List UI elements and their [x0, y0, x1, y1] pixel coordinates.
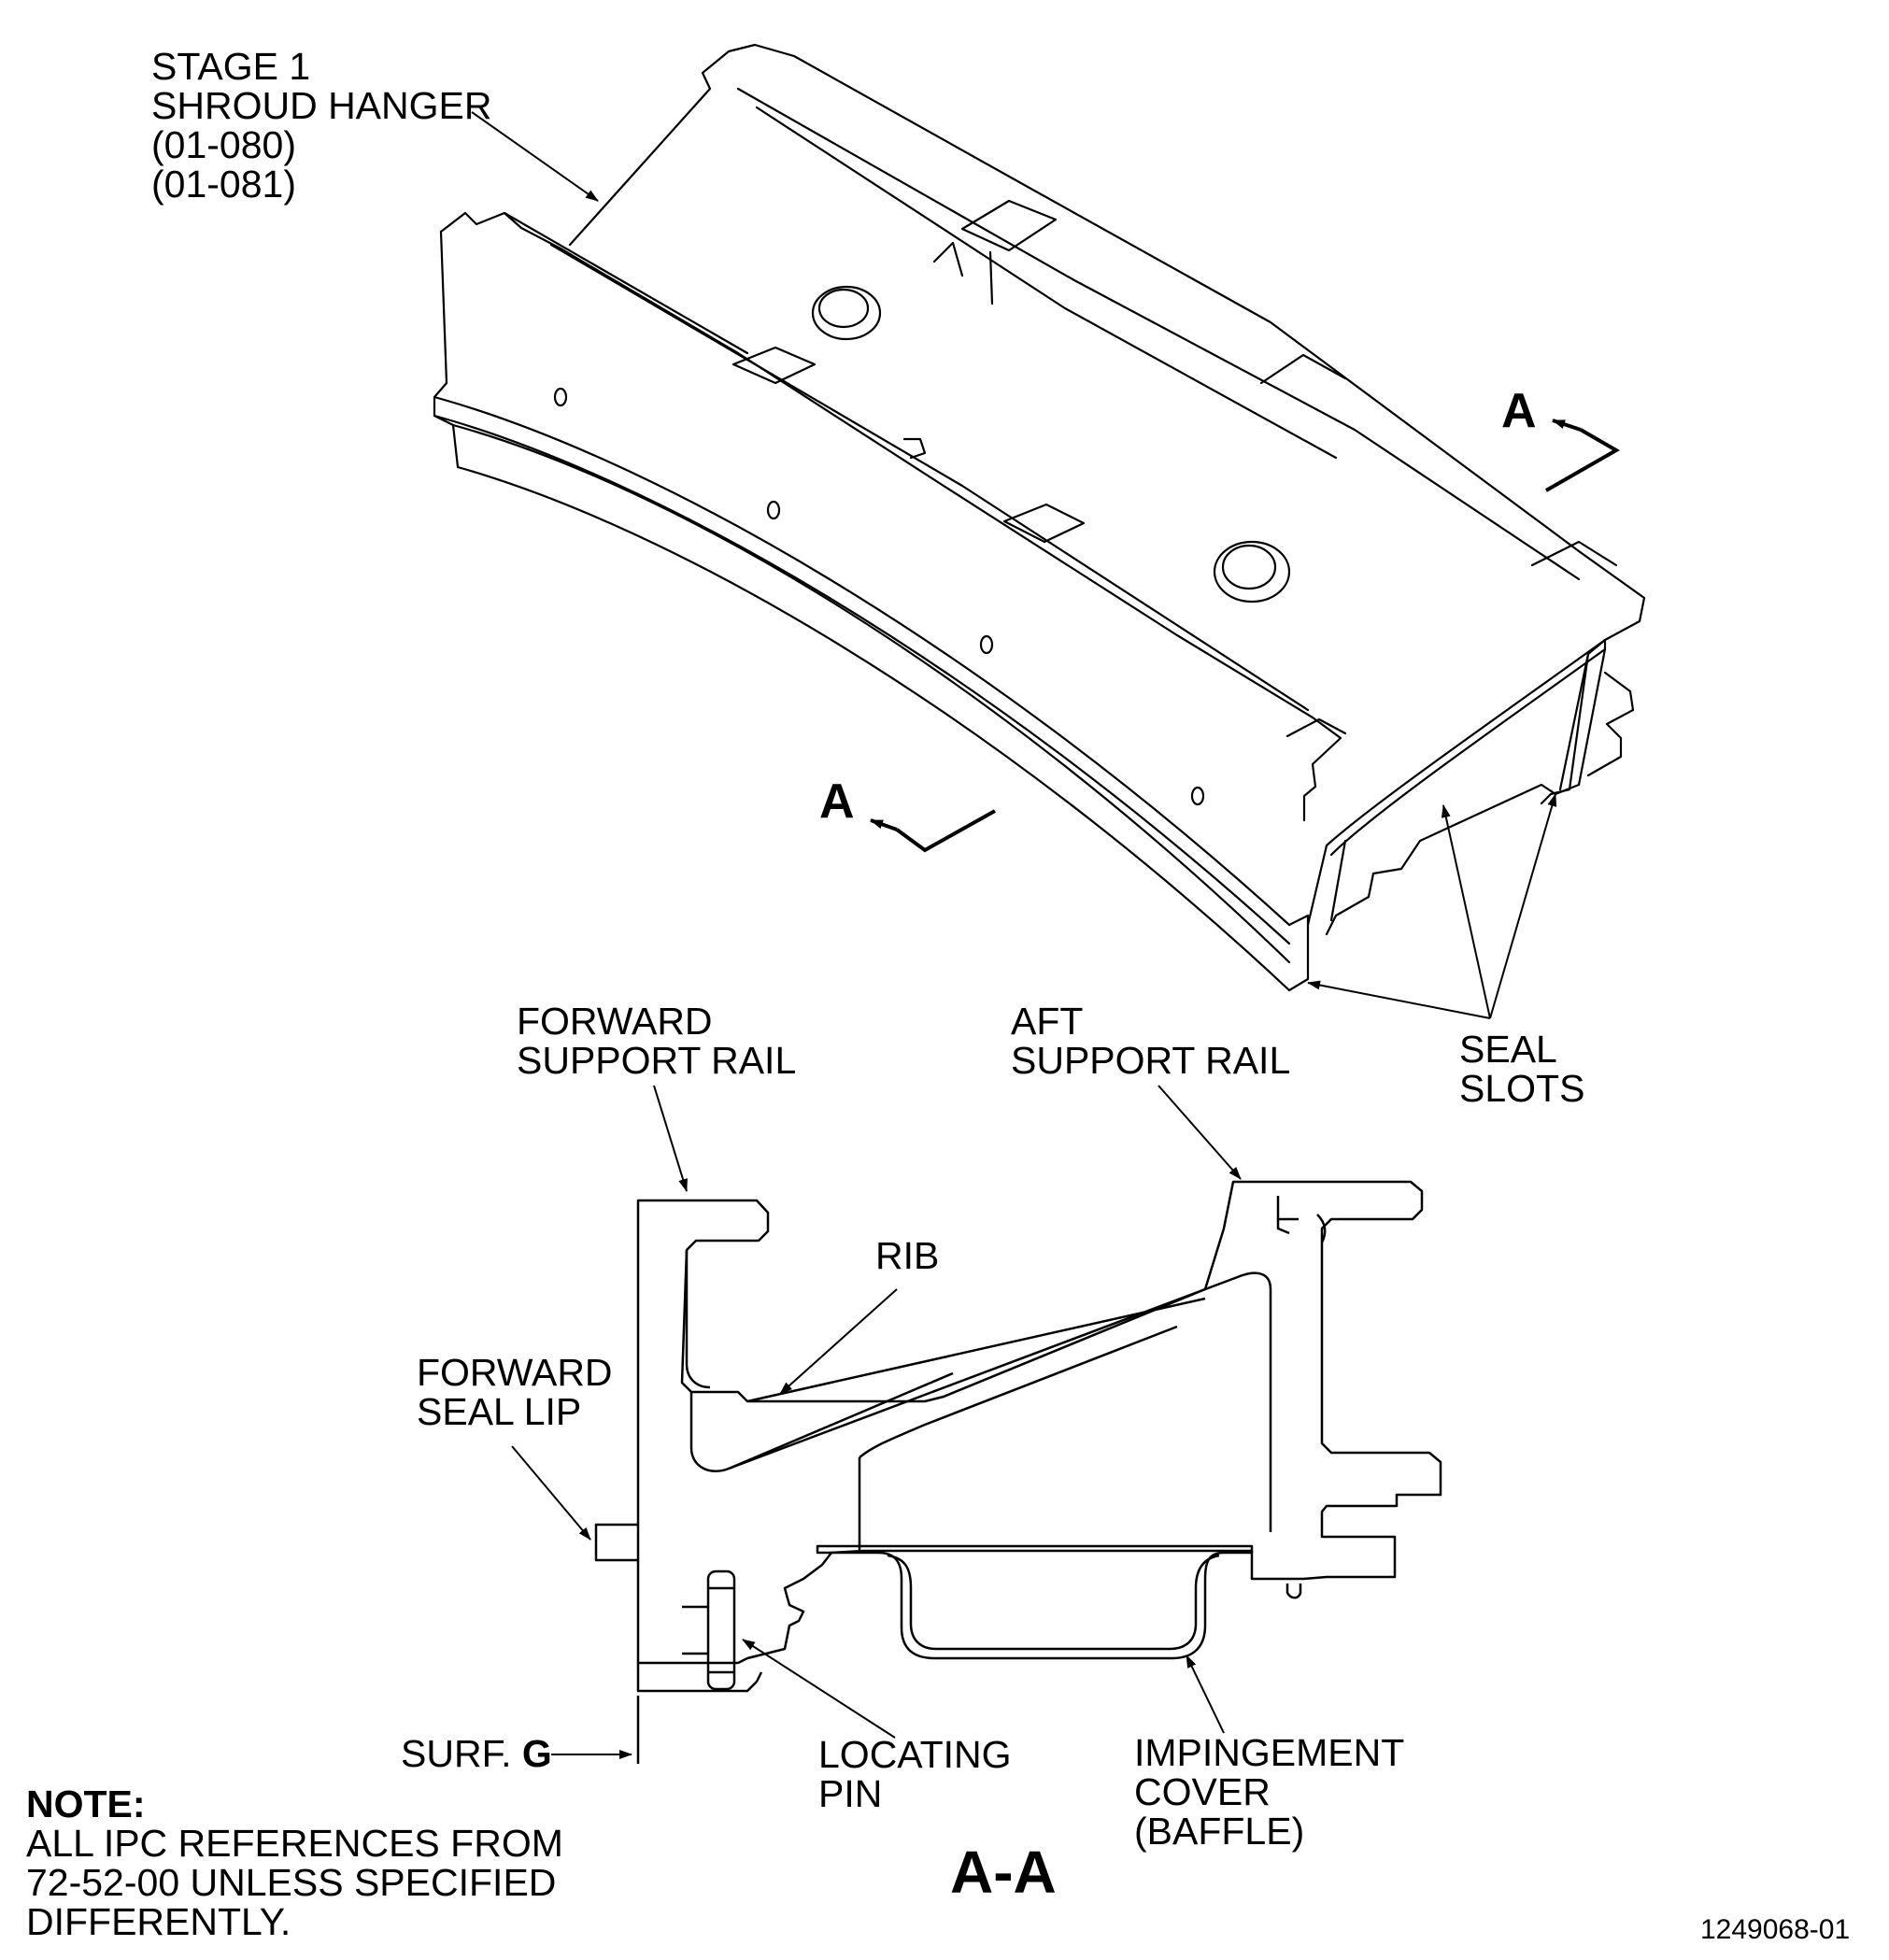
label-line: (01-080) [151, 123, 296, 166]
shroud-hanger-isometric [433, 43, 1646, 992]
section-arrow-a-lower [870, 809, 996, 853]
leader-lines-isometric [471, 111, 1557, 1019]
label-stage1-shroud-hanger: STAGE 1 SHROUD HANGER (01-080) (01-081) [151, 47, 491, 204]
label-line: AFT [1011, 1000, 1084, 1043]
label-aft-support-rail: AFT SUPPORT RAIL [1011, 1001, 1290, 1080]
figure-id: 1249068-01 [1700, 1914, 1851, 1945]
section-marker-a-upper: A [1501, 384, 1537, 438]
label-line: SEAL [1459, 1028, 1557, 1071]
label-impingement-cover: IMPINGEMENT COVER (BAFFLE) [1134, 1733, 1404, 1851]
label-line: COVER [1134, 1770, 1271, 1813]
section-title-a-a: A-A [950, 1839, 1057, 1906]
label-seal-slots: SEAL SLOTS [1459, 1030, 1584, 1108]
label-forward-support-rail: FORWARD SUPPORT RAIL [517, 1001, 796, 1080]
label-rib: RIB [875, 1234, 940, 1277]
label-line: FORWARD [417, 1351, 613, 1394]
note-heading: NOTE: [26, 1782, 146, 1825]
label-locating-pin: LOCATING PIN [818, 1735, 1012, 1813]
label-line: SUPPORT RAIL [517, 1039, 797, 1082]
surf-letter: G [521, 1732, 552, 1775]
label-line: SEAL LIP [417, 1390, 582, 1433]
label-line: (01-081) [151, 163, 296, 206]
label-line: SUPPORT RAIL [1011, 1039, 1291, 1082]
label-forward-seal-lip: FORWARD SEAL LIP [417, 1353, 613, 1431]
note-block: NOTE: ALL IPC REFERENCES FROM 72-52-00 U… [26, 1784, 563, 1941]
label-line: SHROUD HANGER [151, 84, 492, 127]
label-line: STAGE 1 [151, 45, 311, 88]
note-line: 72-52-00 UNLESS SPECIFIED [26, 1861, 557, 1904]
label-surf-g: SURF. G [401, 1734, 552, 1773]
label-line: LOCATING [818, 1733, 1012, 1776]
leader-lines-section [511, 1085, 1242, 1759]
label-line: FORWARD [517, 1000, 713, 1043]
note-line: DIFFERENTLY. [26, 1900, 291, 1943]
label-line: PIN [818, 1772, 883, 1815]
note-line: ALL IPC REFERENCES FROM [26, 1822, 563, 1865]
label-line: SLOTS [1459, 1067, 1585, 1110]
section-marker-a-lower: A [819, 774, 855, 829]
label-line: IMPINGEMENT [1134, 1731, 1405, 1774]
label-line: (BAFFLE) [1134, 1810, 1305, 1853]
surf-prefix: SURF. [401, 1732, 512, 1775]
section-a-a-profile [594, 1180, 1442, 1764]
section-arrow-a-upper [1545, 419, 1621, 492]
